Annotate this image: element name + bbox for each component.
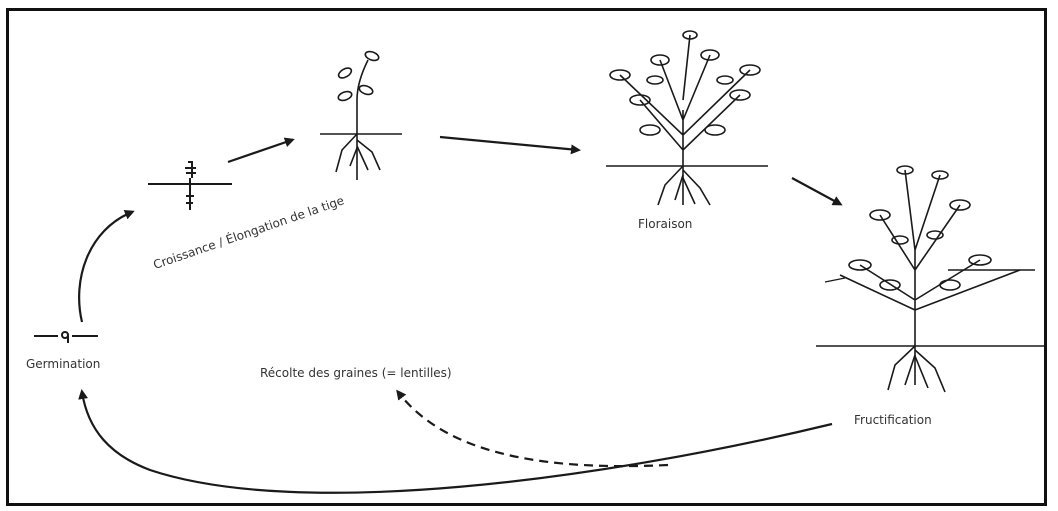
arrow-germination-to-sprout	[79, 212, 132, 322]
flowering-plant-icon	[606, 31, 768, 205]
arrow-sprout-to-seedling	[228, 140, 292, 162]
arrow-seedling-to-flowering	[440, 137, 578, 150]
germination-seed-icon	[34, 332, 98, 343]
fruiting-plant-icon	[816, 166, 1044, 392]
stage-label-fructification: Fructification	[854, 413, 932, 427]
arrow-harvest-dashed	[398, 392, 668, 466]
arrow-fruiting-to-germination	[82, 392, 832, 493]
stage-label-floraison: Floraison	[638, 217, 692, 231]
stage-label-germination: Germination	[26, 357, 100, 371]
seedling-icon	[320, 50, 402, 180]
arrow-flowering-to-fruiting	[792, 178, 840, 204]
stage-label-recolte: Récolte des graines (= lentilles)	[260, 366, 452, 380]
seed-sprout-icon	[148, 162, 232, 210]
cycle-arrows	[79, 137, 1035, 493]
